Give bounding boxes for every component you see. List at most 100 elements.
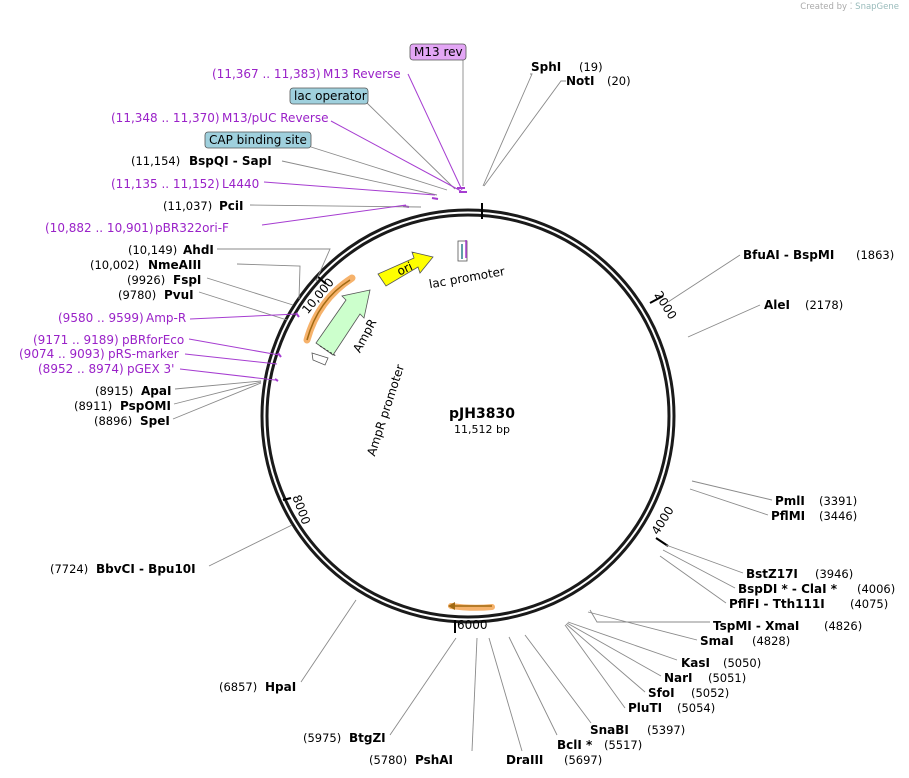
feature-cap-binding-site[interactable]: CAP binding site: [204, 131, 448, 191]
site-draiii[interactable]: DraIII (5697): [488, 637, 602, 767]
tick-6000: 6000: [454, 618, 488, 633]
site-pflmi[interactable]: PflMI (3446): [689, 488, 857, 523]
primer-name: M13 Reverse: [323, 67, 401, 81]
site-bstz17i[interactable]: BstZ17I (3946): [665, 544, 853, 581]
site-bbvci-bpu10i[interactable]: (7724) BbvCI - Bpu10I: [50, 524, 293, 576]
site-pos: (5780): [369, 753, 407, 767]
site-name: SphI: [531, 60, 561, 74]
site-pspomi[interactable]: (8911) PspOMI: [74, 381, 262, 413]
primer-pos: (9171 .. 9189): [33, 333, 119, 347]
site-nmeaiii[interactable]: (10,002) NmeAIII: [90, 258, 301, 300]
site-name: PciI: [219, 199, 244, 213]
site-pos: (5050): [723, 656, 761, 670]
site-tspmi-xmai[interactable]: TspMI - XmaI (4826): [589, 609, 862, 633]
site-pos: (10,149): [128, 243, 177, 257]
primer-m13-reverse[interactable]: (11,367 .. 11,383) M13 Reverse: [212, 67, 463, 191]
site-btgzi[interactable]: (5975) BtgZI: [303, 637, 457, 745]
site-nari[interactable]: NarI (5051): [566, 622, 746, 685]
tick-label: 8000: [289, 493, 313, 526]
orf-6000-arrowhead: [448, 602, 455, 610]
site-pos: (4828): [752, 634, 790, 648]
site-pos: (7724): [50, 562, 88, 576]
site-pos: (3391): [819, 494, 857, 508]
plasmid-length: 11,512 bp: [454, 423, 510, 436]
site-pos: (11,154): [131, 154, 180, 168]
site-name: AhdI: [183, 243, 214, 257]
site-pos: (6857): [219, 680, 257, 694]
site-snabi[interactable]: SnaBI (5397): [524, 634, 685, 737]
primer-pgex-3[interactable]: (8952 .. 8974) pGEX 3': [38, 362, 276, 381]
feature-lac-operator-label: lac operator: [294, 89, 367, 103]
feature-lac-operator[interactable]: lac operator: [289, 87, 456, 190]
primer-pos: (11,135 .. 11,152): [111, 177, 220, 191]
site-pmli[interactable]: PmlI (3391): [691, 480, 857, 508]
feature-cap-binding-site-label: CAP binding site: [209, 133, 307, 147]
site-pos: (3446): [819, 509, 857, 523]
feature-ori[interactable]: ori: [377, 251, 434, 287]
site-name: AleI: [764, 298, 790, 312]
primer-pbr322ori-f[interactable]: (10,882 .. 10,901) pBR322ori-F: [45, 204, 407, 235]
tick-label: 2000: [651, 289, 679, 322]
primer-m13-puc-reverse[interactable]: (11,348 .. 11,370) M13/pUC Reverse: [111, 111, 462, 192]
site-name: SnaBI: [590, 723, 629, 737]
site-spei[interactable]: (8896) SpeI: [94, 382, 262, 428]
primer-pbrforeco[interactable]: (9171 .. 9189) pBRforEco: [33, 333, 280, 356]
site-name: BtgZI: [349, 731, 386, 745]
primer-pos: (11,367 .. 11,383): [212, 67, 321, 81]
site-bfuai-bspmi[interactable]: BfuAI - BspMI (1863): [667, 248, 894, 303]
site-name: PvuI: [164, 288, 194, 302]
feature-m13-rev[interactable]: M13 rev: [409, 43, 467, 186]
site-smai[interactable]: SmaI (4828): [587, 611, 790, 648]
snapgene-credit: Created by ⁚ SnapGene: [800, 2, 899, 12]
site-pflfi-tth111i[interactable]: PflFI - Tth111I (4075): [659, 555, 888, 611]
site-fspi[interactable]: (9926) FspI: [127, 273, 294, 306]
feature-m13-rev-label: M13 rev: [414, 45, 463, 59]
site-name: BbvCI - Bpu10I: [96, 562, 196, 576]
credit-brand: SnapGene: [855, 2, 899, 12]
site-pos: (8915): [95, 384, 133, 398]
snapgene-logo-icon: ⁚: [849, 2, 853, 12]
feature-lac-promoter[interactable]: lac promoter: [428, 240, 506, 291]
site-apai[interactable]: (8915) ApaI: [95, 380, 262, 398]
site-pluti[interactable]: PluTI (5054): [564, 624, 715, 715]
site-pos: (3946): [815, 567, 853, 581]
site-pcii[interactable]: (11,037) PciI: [163, 199, 422, 213]
primer-pos: (9580 .. 9599): [58, 311, 144, 325]
site-hpai[interactable]: (6857) HpaI: [219, 599, 357, 694]
primer-l4440[interactable]: (11,135 .. 11,152) L4440: [111, 177, 436, 196]
site-pos: (5051): [708, 671, 746, 685]
site-pos: (1863): [856, 248, 894, 262]
site-ahdi[interactable]: (10,149) AhdI: [128, 243, 331, 282]
feature-ampr-promoter[interactable]: AmpR promoter: [311, 352, 407, 458]
site-name: BspQI - SapI: [189, 154, 272, 168]
site-pos: (4075): [850, 597, 888, 611]
site-pshai[interactable]: (5780) PshAI: [369, 637, 478, 767]
site-noti[interactable]: NotI (20): [483, 74, 631, 187]
primer-amp-r[interactable]: (9580 .. 9599) Amp-R: [58, 311, 298, 325]
site-sfoi[interactable]: SfoI (5052): [565, 623, 729, 700]
site-pos: (9926): [127, 273, 165, 287]
site-sphi[interactable]: SphI (19): [482, 60, 603, 187]
site-name: DraIII: [506, 753, 543, 767]
site-name: TspMI - XmaI: [713, 619, 799, 633]
site-bspqi-sapi[interactable]: (11,154) BspQI - SapI: [131, 154, 438, 196]
feature-ampr-promoter-label: AmpR promoter: [364, 363, 407, 458]
site-pos: (9780): [118, 288, 156, 302]
primer-name: M13/pUC Reverse: [222, 111, 329, 125]
site-pos: (2178): [805, 298, 843, 312]
site-kasi[interactable]: KasI (5050): [567, 621, 761, 670]
primer-name: Amp-R: [146, 311, 186, 325]
site-bspdi-clai[interactable]: BspDI * - ClaI * (4006): [662, 549, 895, 596]
primer-prs-marker[interactable]: (9074 .. 9093) pRS-marker: [19, 347, 278, 365]
primer-name: pGEX 3': [127, 362, 174, 376]
site-alei[interactable]: AleI (2178): [687, 298, 843, 338]
primer-name: pBR322ori-F: [155, 221, 229, 235]
site-name: BstZ17I: [746, 567, 798, 581]
site-name: NarI: [664, 671, 693, 685]
feature-ori-label: ori: [395, 259, 415, 278]
site-pos: (20): [607, 74, 631, 88]
site-bcli[interactable]: BclI * (5517): [508, 636, 642, 752]
site-pvui[interactable]: (9780) PvuI: [118, 288, 288, 321]
site-name: PshAI: [415, 753, 453, 767]
